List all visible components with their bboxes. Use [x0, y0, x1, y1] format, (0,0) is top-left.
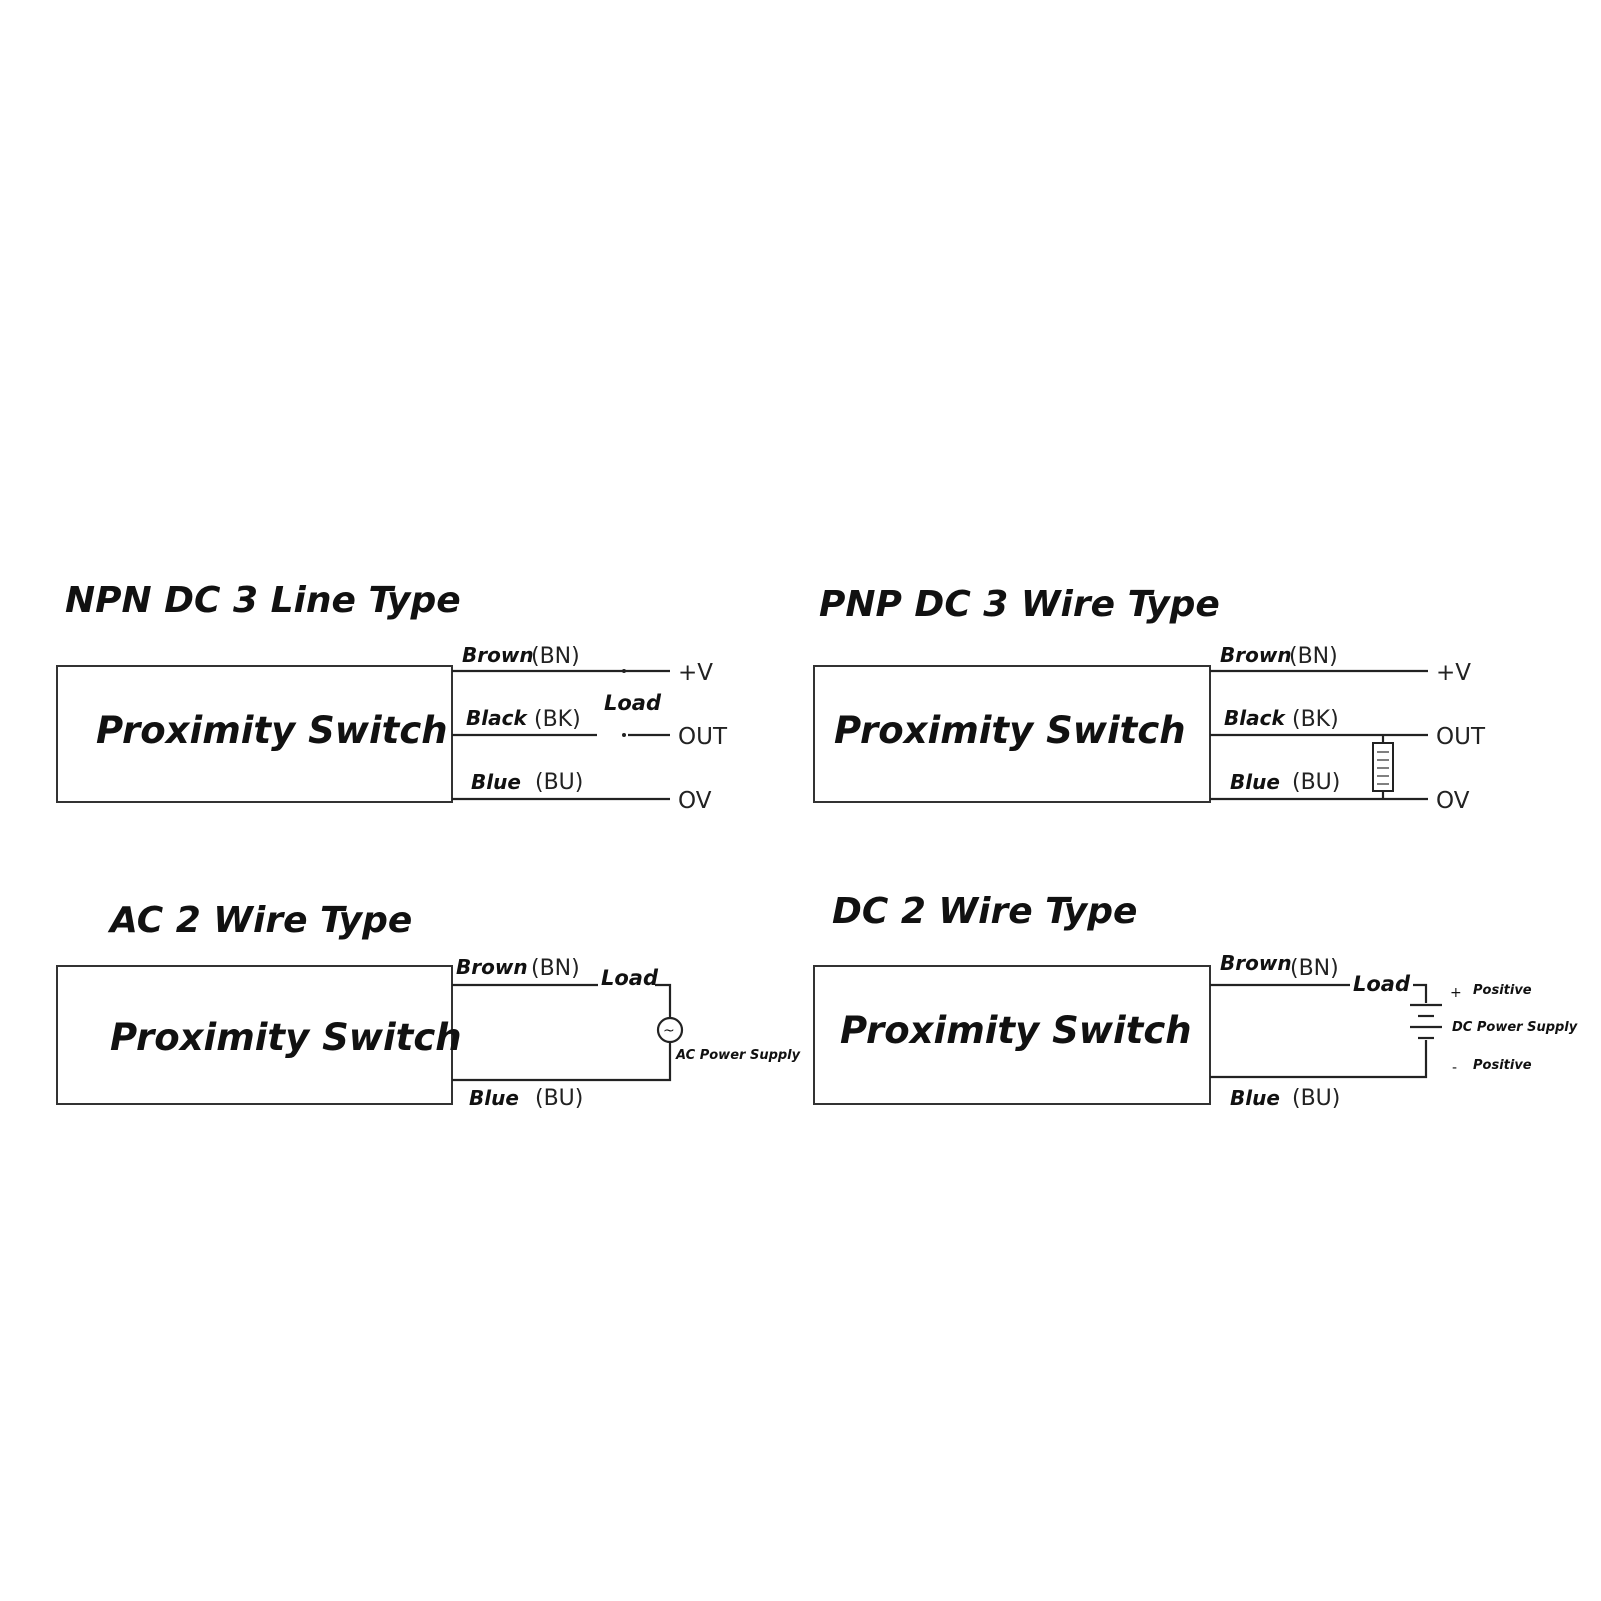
npn-terminal-0v: OV — [678, 788, 712, 814]
pnp-blue-code: (BU) — [1292, 770, 1340, 795]
npn-diagram: NPN DC 3 Line Type Proximity Switch Brow… — [56, 580, 728, 814]
dc2-positive-top-label: Positive — [1473, 983, 1532, 998]
dc2-blue-wire — [1210, 1040, 1428, 1079]
ac2-load-label: Load — [601, 966, 659, 990]
dc2-blue-code: (BU) — [1292, 1086, 1340, 1111]
ac2-load-wire — [655, 983, 672, 1018]
npn-load-dot-top — [622, 669, 626, 673]
npn-terminal-out: OUT — [678, 724, 728, 750]
pnp-blue-name: Blue — [1230, 770, 1280, 794]
dc2-brown-name: Brown — [1220, 951, 1292, 975]
ac2-blue-code: (BU) — [535, 1086, 583, 1111]
pnp-box-label: Proximity Switch — [834, 709, 1186, 752]
dc2-load-wire — [1413, 983, 1428, 1003]
dc2-switch-box — [813, 965, 1211, 1105]
dc2-positive-bottom-label: Positive — [1473, 1058, 1532, 1073]
ac2-blue-name: Blue — [469, 1086, 519, 1110]
dc2-brown-code: (BN) — [1290, 956, 1339, 981]
dc2-title: DC 2 Wire Type — [832, 891, 1137, 932]
ac2-diagram: AC 2 Wire Type Proximity Switch ~ Brown … — [56, 900, 801, 1111]
ac2-switch-box — [56, 965, 453, 1105]
npn-black-code: (BK) — [534, 707, 581, 732]
ac2-title: AC 2 Wire Type — [107, 900, 412, 941]
dc2-plus-sign: + — [1450, 985, 1462, 1001]
pnp-brown-name: Brown — [1220, 643, 1292, 667]
pnp-black-code: (BK) — [1292, 707, 1339, 732]
npn-brown-code: (BN) — [531, 644, 580, 669]
dc2-diagram: DC 2 Wire Type Proximity Switch Brown (B… — [813, 891, 1578, 1111]
npn-black-name: Black — [466, 706, 528, 730]
pnp-diagram: PNP DC 3 Wire Type Proximity Switch Brow… — [813, 584, 1486, 814]
npn-box-label: Proximity Switch — [96, 709, 448, 752]
npn-brown-name: Brown — [462, 643, 534, 667]
ac2-box-label: Proximity Switch — [110, 1016, 462, 1059]
npn-switch-box — [56, 665, 453, 803]
npn-blue-code: (BU) — [535, 770, 583, 795]
pnp-terminal-v: +V — [1436, 660, 1471, 686]
dc2-box-label: Proximity Switch — [840, 1009, 1192, 1052]
npn-title: NPN DC 3 Line Type — [65, 580, 461, 621]
pnp-brown-code: (BN) — [1289, 644, 1338, 669]
npn-terminal-v: +V — [678, 660, 713, 686]
dc2-load-label: Load — [1353, 972, 1411, 996]
pnp-terminal-out: OUT — [1436, 724, 1486, 750]
npn-load-label: Load — [604, 691, 662, 715]
dc2-minus-sign: - — [1452, 1060, 1457, 1076]
ac2-supply-tilde: ~ — [663, 1023, 675, 1039]
dc2-supply-label: DC Power Supply — [1452, 1020, 1578, 1035]
pnp-black-name: Black — [1224, 706, 1286, 730]
pnp-switch-box — [813, 665, 1211, 803]
ac2-brown-code: (BN) — [531, 956, 580, 981]
dc2-blue-name: Blue — [1230, 1086, 1280, 1110]
ac2-brown-name: Brown — [456, 955, 528, 979]
npn-load-dot-bottom — [622, 733, 626, 737]
ac2-blue-wire — [452, 1042, 672, 1082]
pnp-title: PNP DC 3 Wire Type — [819, 584, 1220, 625]
npn-blue-name: Blue — [471, 770, 521, 794]
pnp-terminal-0v: OV — [1436, 788, 1470, 814]
ac2-supply-label: AC Power Supply — [675, 1048, 801, 1063]
